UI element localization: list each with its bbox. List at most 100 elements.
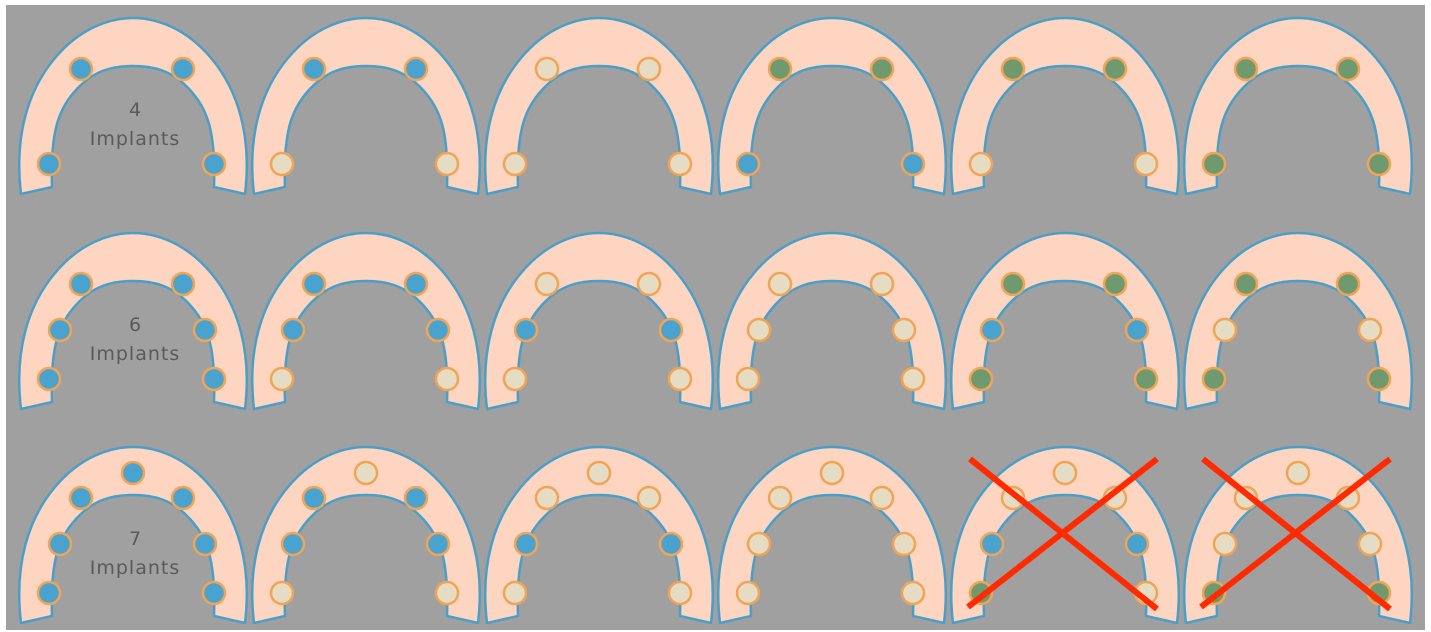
implant-site-empty bbox=[737, 368, 759, 390]
implant-site-empty bbox=[638, 58, 660, 80]
row-label-unit: Implants bbox=[90, 343, 181, 365]
implant-site-empty bbox=[504, 368, 526, 390]
implant-site-blue bbox=[515, 533, 537, 555]
implant-site-blue bbox=[70, 273, 92, 295]
implant-site-empty bbox=[1214, 319, 1236, 341]
implant-site-blue bbox=[194, 319, 216, 341]
implant-site-empty bbox=[271, 368, 293, 390]
implant-site-blue bbox=[38, 582, 60, 604]
implant-site-empty bbox=[902, 582, 924, 604]
implant-site-blue bbox=[1126, 319, 1148, 341]
implant-site-empty bbox=[769, 487, 791, 509]
row-label-unit: Implants bbox=[90, 128, 181, 150]
implant-site-empty bbox=[1287, 462, 1309, 484]
implant-site-green bbox=[1235, 273, 1257, 295]
implant-site-blue bbox=[38, 153, 60, 175]
implant-site-green bbox=[970, 368, 992, 390]
implant-site-blue bbox=[203, 368, 225, 390]
implant-site-blue bbox=[1126, 533, 1148, 555]
implant-site-blue bbox=[405, 273, 427, 295]
implant-site-empty bbox=[1054, 462, 1076, 484]
implant-site-empty bbox=[748, 533, 770, 555]
implant-site-empty bbox=[271, 153, 293, 175]
implant-site-empty bbox=[504, 582, 526, 604]
implant-site-blue bbox=[70, 487, 92, 509]
implant-site-blue bbox=[660, 533, 682, 555]
implant-site-empty bbox=[638, 487, 660, 509]
implant-site-empty bbox=[536, 273, 558, 295]
implant-site-green bbox=[1104, 273, 1126, 295]
implant-site-empty bbox=[588, 462, 610, 484]
implant-site-blue bbox=[405, 487, 427, 509]
implant-site-green bbox=[769, 58, 791, 80]
implant-site-green bbox=[1368, 153, 1390, 175]
implant-site-empty bbox=[737, 582, 759, 604]
implant-site-empty bbox=[504, 153, 526, 175]
implant-site-empty bbox=[355, 462, 377, 484]
row-label-count: 4 bbox=[129, 99, 141, 121]
implant-site-green bbox=[1002, 273, 1024, 295]
row-label-count: 6 bbox=[129, 314, 141, 336]
implant-site-green bbox=[1002, 58, 1024, 80]
implant-site-green bbox=[871, 58, 893, 80]
implant-site-blue bbox=[303, 58, 325, 80]
implant-site-green bbox=[1368, 368, 1390, 390]
implant-site-empty bbox=[1359, 533, 1381, 555]
implant-site-blue bbox=[122, 462, 144, 484]
implant-site-blue bbox=[427, 533, 449, 555]
implant-site-blue bbox=[194, 533, 216, 555]
implant-site-green bbox=[1203, 368, 1225, 390]
implant-site-empty bbox=[821, 462, 843, 484]
implant-site-empty bbox=[1359, 319, 1381, 341]
implant-site-empty bbox=[638, 273, 660, 295]
implant-site-empty bbox=[271, 582, 293, 604]
implant-site-green bbox=[1337, 273, 1359, 295]
implant-site-empty bbox=[871, 273, 893, 295]
implant-site-blue bbox=[172, 58, 194, 80]
implant-site-blue bbox=[172, 487, 194, 509]
implant-site-empty bbox=[1135, 153, 1157, 175]
implant-site-empty bbox=[669, 582, 691, 604]
implant-site-empty bbox=[871, 487, 893, 509]
implant-site-blue bbox=[172, 273, 194, 295]
implant-site-empty bbox=[669, 368, 691, 390]
implant-site-blue bbox=[282, 533, 304, 555]
implant-site-empty bbox=[748, 319, 770, 341]
implant-site-blue bbox=[282, 319, 304, 341]
implant-site-green bbox=[1104, 58, 1126, 80]
implant-site-green bbox=[1337, 58, 1359, 80]
implant-site-blue bbox=[49, 319, 71, 341]
implant-site-blue bbox=[203, 582, 225, 604]
implant-site-blue bbox=[737, 153, 759, 175]
implant-site-blue bbox=[203, 153, 225, 175]
implant-site-blue bbox=[303, 273, 325, 295]
implant-site-empty bbox=[536, 487, 558, 509]
implant-site-blue bbox=[981, 533, 1003, 555]
implant-site-blue bbox=[981, 319, 1003, 341]
implant-site-empty bbox=[893, 319, 915, 341]
implant-site-empty bbox=[769, 273, 791, 295]
implant-site-empty bbox=[1214, 533, 1236, 555]
implant-site-blue bbox=[303, 487, 325, 509]
implant-site-empty bbox=[536, 58, 558, 80]
implant-site-empty bbox=[902, 368, 924, 390]
implant-site-blue bbox=[515, 319, 537, 341]
implant-site-blue bbox=[70, 58, 92, 80]
implant-site-empty bbox=[970, 153, 992, 175]
implant-site-empty bbox=[893, 533, 915, 555]
implant-site-blue bbox=[38, 368, 60, 390]
implant-site-blue bbox=[660, 319, 682, 341]
implant-site-blue bbox=[49, 533, 71, 555]
implant-site-empty bbox=[436, 153, 458, 175]
implant-site-blue bbox=[902, 153, 924, 175]
implant-site-green bbox=[1203, 153, 1225, 175]
row-label-unit: Implants bbox=[90, 557, 181, 579]
implant-site-empty bbox=[436, 368, 458, 390]
implant-site-empty bbox=[436, 582, 458, 604]
implant-site-empty bbox=[669, 153, 691, 175]
implant-site-green bbox=[1135, 368, 1157, 390]
implant-site-blue bbox=[427, 319, 449, 341]
implant-site-blue bbox=[405, 58, 427, 80]
implant-site-green bbox=[1235, 58, 1257, 80]
